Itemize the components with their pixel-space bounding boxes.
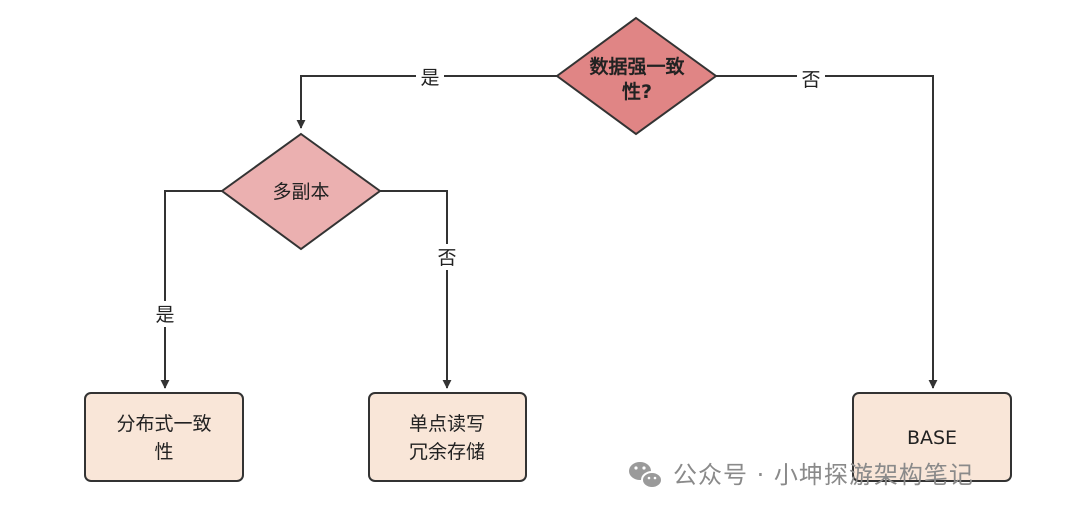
result-base-label: BASE — [907, 427, 957, 449]
result-distributed-consistency: 分布式一致 性 — [84, 392, 244, 482]
result-base-box — [852, 392, 1012, 482]
edge-replica-yes — [160, 190, 222, 389]
result-distributed-consistency-line-2: 性 — [154, 441, 173, 463]
result-distributed-consistency-box — [84, 392, 244, 482]
result-base: BASE — [852, 392, 1012, 482]
edge-label-strong-yes: 是 — [420, 67, 439, 89]
edge-label-strong-no: 否 — [801, 69, 820, 91]
result-single-point-box — [368, 392, 527, 482]
watermark: 公众号 · 小坤探游架构笔记 — [629, 461, 974, 489]
result-single-point: 单点读写 冗余存储 — [368, 392, 527, 482]
edges — [160, 75, 938, 389]
wechat-icon — [629, 462, 663, 489]
decision-strong-consistency: 数据强一致 性? — [555, 16, 718, 136]
decision-multi-replica: 多副本 — [220, 132, 382, 251]
edge-labels: 是 否 是 否 — [151, 64, 825, 327]
decision-strong-consistency-shape — [555, 16, 718, 136]
decision-strong-consistency-line-1: 数据强一致 — [589, 55, 685, 78]
decision-multi-replica-label: 多副本 — [272, 181, 329, 203]
edge-replica-no — [380, 190, 452, 389]
edge-label-replica-no: 否 — [437, 247, 456, 269]
edge-label-replica-yes: 是 — [155, 304, 174, 326]
result-single-point-line-2: 冗余存储 — [409, 441, 485, 463]
decision-strong-consistency-line-2: 性? — [622, 80, 652, 103]
edge-strong-no — [716, 75, 938, 389]
watermark-text: 公众号 · 小坤探游架构笔记 — [673, 461, 974, 489]
edge-strong-yes — [296, 75, 557, 129]
result-distributed-consistency-line-1: 分布式一致 — [116, 413, 211, 435]
result-single-point-line-1: 单点读写 — [409, 413, 485, 435]
decision-multi-replica-shape — [220, 132, 382, 251]
